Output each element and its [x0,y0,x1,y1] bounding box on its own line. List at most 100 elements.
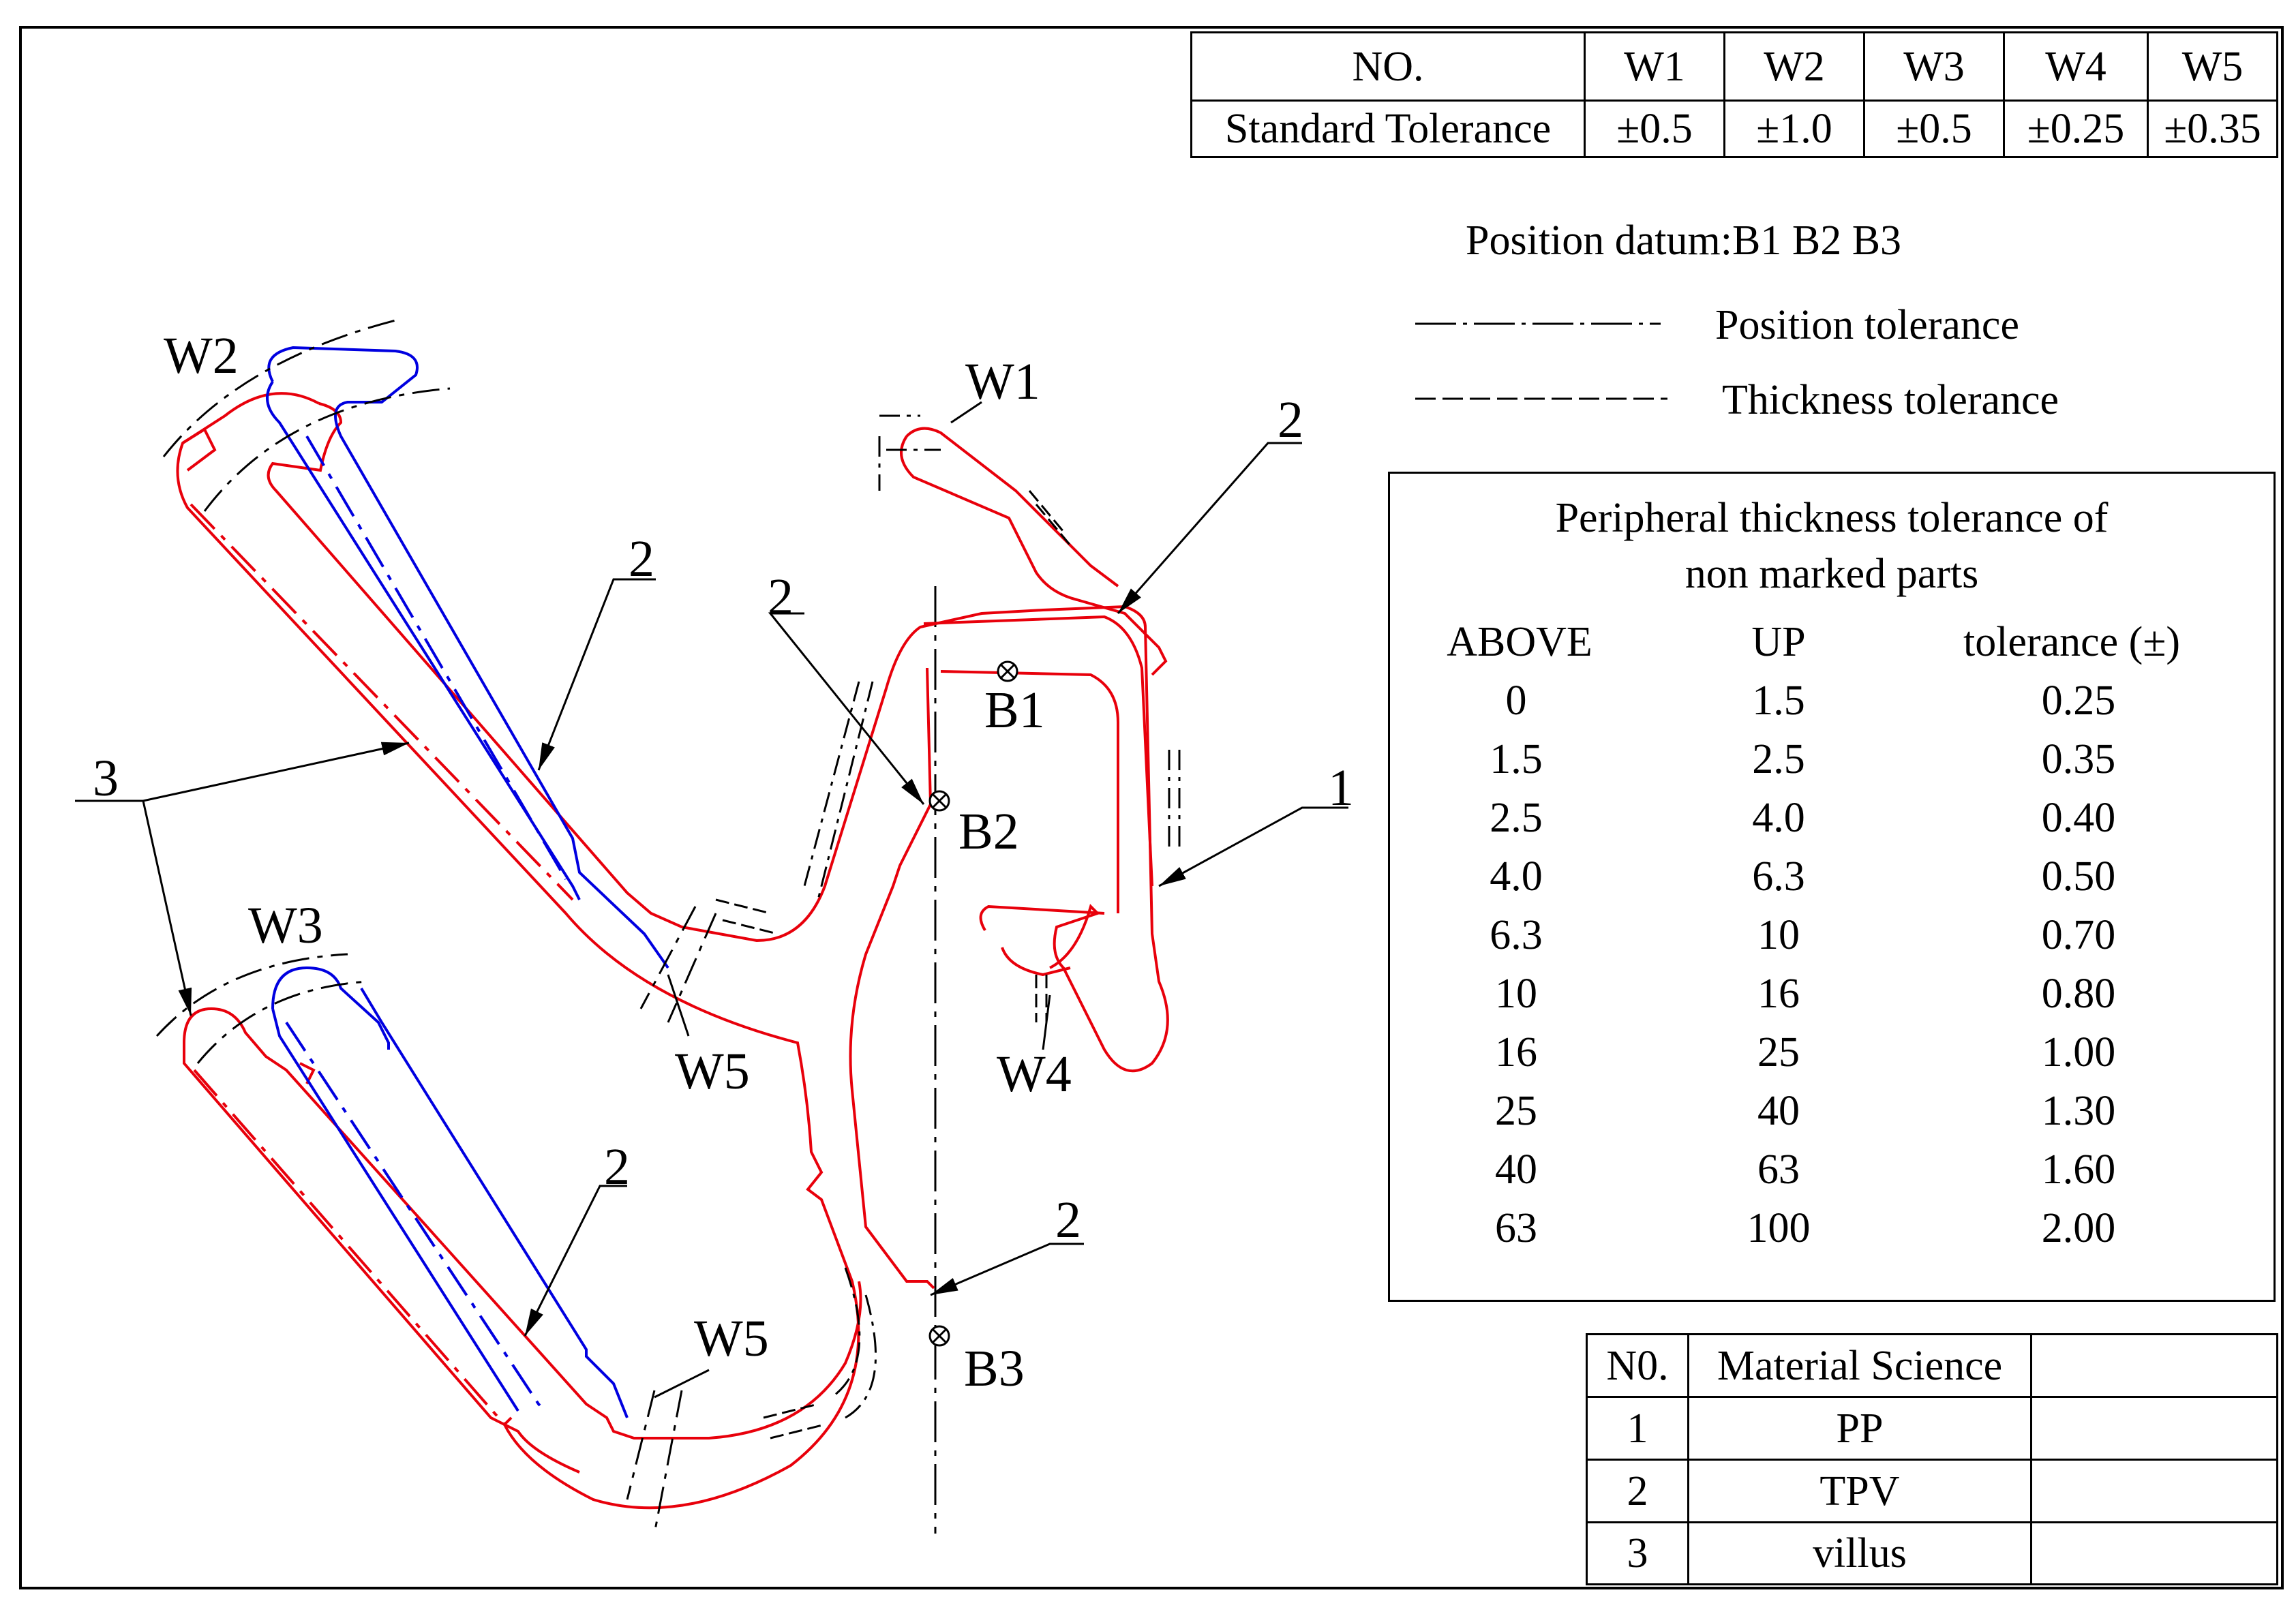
leader-lines [75,401,1348,1399]
material-no: 2 [1586,1459,1689,1523]
label-w2: W2 [164,327,239,384]
cell-above: 10 [1495,971,1537,1017]
table-row: 0 1.5 0.25 [1417,677,2249,735]
cell-above: 1.5 [1490,736,1543,782]
material-name: PP [1687,1396,2032,1461]
tolerance-w2: ±1.0 [1723,100,1865,158]
material-table: N0. Material Science 1 PP 2 TPV 3 villus [1586,1333,2278,1585]
cell-tolerance: 0.25 [2041,677,2116,724]
position-datum-text: Position datum:B1 B2 B3 [1466,217,1902,264]
table-header-w3: W3 [1863,31,2005,102]
peripheral-header-row: ABOVE UP tolerance (±) [1417,618,2249,677]
callout-2-center: 2 [768,568,794,626]
material-header-blank [2030,1333,2278,1398]
cell-tolerance: 1.30 [2041,1088,2116,1134]
table-row: 63 100 2.00 [1417,1204,2249,1263]
table-header-w1: W1 [1584,31,1725,102]
header-tolerance: tolerance (±) [1963,619,2180,665]
cell-up: 63 [1757,1146,1800,1193]
callout-1: 1 [1328,759,1354,817]
position-tolerance-label: Position tolerance [1715,302,2019,348]
label-b2: B2 [958,803,1019,860]
thickness-tolerance-label: Thickness tolerance [1722,377,2059,423]
label-w1: W1 [965,353,1040,410]
table-row: 25 40 1.30 [1417,1087,2249,1146]
standard-tolerance-table: NO. W1 W2 W3 W4 W5 Standard Tolerance ±0… [1190,31,2278,158]
cell-up: 10 [1757,912,1800,958]
cell-up: 25 [1757,1029,1800,1076]
table-row: 16 25 1.00 [1417,1029,2249,1087]
cell-above: 25 [1495,1088,1537,1134]
cell-above: 6.3 [1490,912,1543,958]
cell-above: 2.5 [1490,795,1543,841]
table-row: 4.0 6.3 0.50 [1417,853,2249,911]
table-header-no: NO. [1190,31,1586,102]
table-row: 3 villus [1586,1521,2278,1585]
material-header-name: Material Science [1687,1333,2032,1398]
position-tolerance-line [1415,322,1661,325]
peripheral-title-line1: Peripheral thickness tolerance of [1555,495,2109,541]
blue-profile [266,346,669,1418]
material-no: 1 [1586,1396,1689,1461]
thickness-tolerance-line [1415,397,1667,400]
cell-up: 6.3 [1752,853,1805,900]
callout-2-lower: 2 [604,1138,630,1196]
cell-up: 16 [1757,971,1800,1017]
tolerance-w1: ±0.5 [1584,100,1725,158]
cell-above: 40 [1495,1146,1537,1193]
label-b1: B1 [984,682,1045,739]
material-name: TPV [1687,1459,2032,1523]
cell-up: 100 [1747,1205,1811,1251]
header-above: ABOVE [1447,619,1592,665]
table-row: 1 PP [1586,1396,2278,1461]
material-no: 3 [1586,1521,1689,1585]
cell-tolerance: 0.35 [2041,736,2116,782]
drawing-border [19,26,2284,1589]
callout-2-upper: 2 [629,530,654,588]
tolerance-w5: ±0.35 [2147,100,2278,158]
table-row: 10 16 0.80 [1417,970,2249,1029]
standard-tolerance-label: Standard Tolerance [1190,100,1586,158]
table-row: 1.5 2.5 0.35 [1417,735,2249,794]
label-w5-lower: W5 [694,1310,769,1367]
label-w5-upper: W5 [675,1043,750,1100]
callout-2-bottom: 2 [1055,1191,1081,1249]
cell-tolerance: 1.60 [2041,1146,2116,1193]
red-profile [176,392,1169,1510]
cell-tolerance: 2.00 [2041,1205,2116,1251]
cell-tolerance: 1.00 [2041,1029,2116,1076]
material-extra [2030,1459,2278,1523]
table-row: 2 TPV [1586,1459,2278,1523]
cell-above: 16 [1495,1029,1537,1076]
peripheral-tolerance-panel: Peripheral thickness tolerance of non ma… [1388,472,2276,1302]
label-w4: W4 [997,1046,1072,1103]
tolerance-w3: ±0.5 [1863,100,2005,158]
table-header-w4: W4 [2003,31,2149,102]
cell-tolerance: 0.80 [2041,971,2116,1017]
material-extra [2030,1521,2278,1585]
table-row: 6.3 10 0.70 [1417,911,2249,970]
datum-symbols [928,660,1018,1347]
callout-2-right: 2 [1278,391,1303,448]
callout-3: 3 [93,750,119,807]
label-w3: W3 [248,897,323,954]
cell-tolerance: 0.70 [2041,912,2116,958]
material-extra [2030,1396,2278,1461]
peripheral-title-line2: non marked parts [1685,551,1979,597]
material-header-no: N0. [1586,1333,1689,1398]
cell-up: 1.5 [1752,677,1805,724]
cell-up: 40 [1757,1088,1800,1134]
cell-up: 2.5 [1752,736,1805,782]
cell-tolerance: 0.40 [2041,795,2116,841]
table-row: 40 63 1.60 [1417,1146,2249,1204]
table-row: 2.5 4.0 0.40 [1417,794,2249,853]
cell-above: 0 [1505,677,1527,724]
header-up: UP [1751,619,1806,665]
material-name: villus [1687,1521,2032,1585]
tolerance-marks [155,319,1181,1534]
cell-tolerance: 0.50 [2041,853,2116,900]
cell-above: 63 [1495,1205,1537,1251]
table-header-w5: W5 [2147,31,2278,102]
table-header-w2: W2 [1723,31,1865,102]
